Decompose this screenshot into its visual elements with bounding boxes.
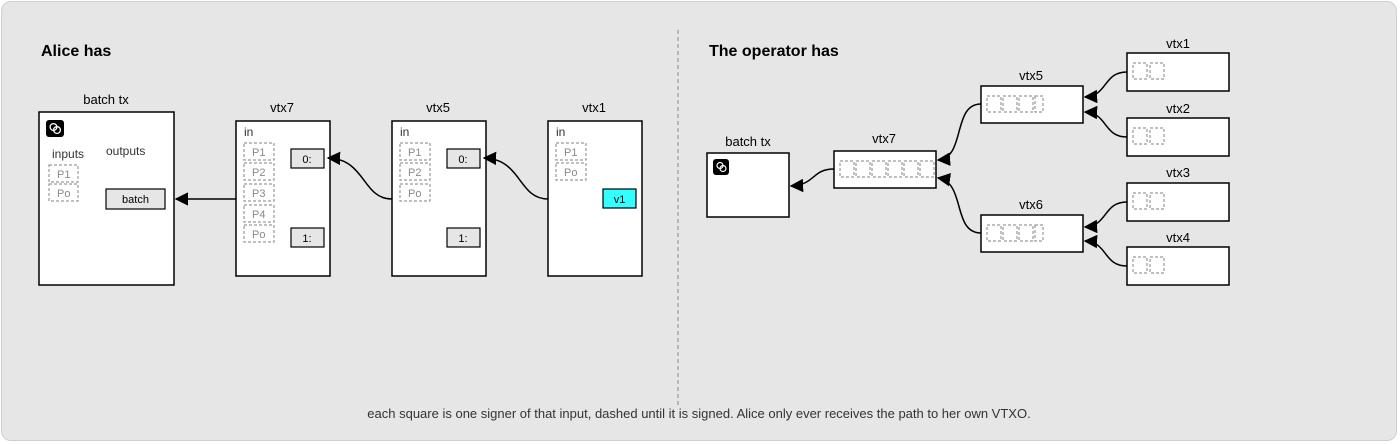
operator-vtx7-signers [839, 160, 935, 178]
alice-vtx7-signer-box [243, 162, 275, 181]
alice-vtx5-output: 1: [458, 233, 467, 245]
operator-vtx6-label: vtx6 [1019, 197, 1043, 212]
alice-batch-output: batch [122, 194, 149, 206]
alice-vtx7-signer: P1 [252, 147, 265, 159]
alice-vtx5-signer-box [399, 162, 431, 181]
tx-logo-icon [713, 159, 729, 175]
alice-vtx1-label: vtx1 [582, 100, 606, 115]
operator-vtx1-box [1126, 52, 1230, 92]
operator-vtx7-box [833, 150, 937, 189]
alice-vtx1-output-box [602, 188, 637, 209]
alice-vtx5-signer: P1 [408, 147, 421, 159]
alice-vtx7-output: 1: [302, 233, 311, 245]
alice-vtx7-signer-box [243, 204, 275, 223]
operator-title: The operator has [709, 43, 839, 60]
operator-vtx7-label: vtx7 [872, 131, 896, 146]
alice-vtx7-label: vtx7 [270, 100, 294, 115]
alice-vtx5-output-box [446, 227, 481, 248]
alice-vtx5-output-box [446, 148, 481, 169]
operator-vtx2-label: vtx2 [1166, 101, 1190, 116]
edge-vtx1-to-vtx5 [1083, 71, 1128, 104]
operator-vtx4-box [1126, 246, 1230, 286]
alice-vtx7-signer: Po [252, 229, 265, 241]
alice-vtx7-signer: P4 [252, 209, 265, 221]
alice-vtx5-box [391, 120, 487, 277]
alice-title: Alice has [41, 43, 111, 60]
alice-vtx5-signer: P2 [408, 167, 421, 179]
alice-vtx7-in-label: in [244, 125, 253, 139]
alice-batch-signer-box [48, 164, 79, 183]
operator-vtx1-signers [1132, 62, 1165, 80]
operator-vtx6-box [980, 214, 1084, 253]
alice-vtx7-signer-box [243, 183, 275, 202]
alice-vtx1-in-label: in [556, 125, 565, 139]
alice-vtx7-box [235, 120, 331, 277]
alice-vtx7-output-box [290, 227, 325, 248]
edge-vtx2-to-vtx5 [1083, 105, 1128, 138]
alice-vtx7-output: 0: [302, 154, 311, 166]
operator-batch-tx-label: batch tx [725, 134, 771, 149]
alice-vtx5-in-label: in [400, 125, 409, 139]
edge-vtx6-to-vtx7 [936, 173, 982, 234]
alice-vtx1-signer: Po [564, 167, 577, 179]
alice-batch-signer-box [48, 183, 79, 202]
operator-vtx5-box [980, 85, 1084, 124]
edge-vtx5-to-vtx7 [326, 151, 393, 200]
operator-vtx3-label: vtx3 [1166, 165, 1190, 180]
tx-logo-icon [46, 120, 64, 137]
alice-batch-signer: P1 [57, 169, 70, 181]
alice-vtx5-signer-box [399, 142, 431, 161]
operator-vtx4-signers [1132, 256, 1165, 274]
edge-vtx7-to-batch-op [789, 168, 835, 193]
edge-vtx3-to-vtx6 [1083, 201, 1128, 234]
operator-vtx2-signers [1132, 127, 1165, 145]
operator-vtx3-signers [1132, 192, 1165, 210]
alice-batch-signer: Po [57, 188, 70, 200]
operator-vtx5-label: vtx5 [1019, 68, 1043, 83]
alice-vtx5-output: 0: [458, 154, 467, 166]
alice-batch-output-box [105, 188, 166, 210]
operator-vtx1-label: vtx1 [1166, 36, 1190, 51]
operator-vtx6-signers [986, 224, 1044, 242]
alice-vtx5-label: vtx5 [426, 100, 450, 115]
alice-batch-tx-label: batch tx [83, 92, 129, 107]
alice-batch-outputs-label: outputs [106, 144, 145, 158]
alice-batch-inputs-label: inputs [52, 147, 84, 161]
edge-vtx4-to-vtx6 [1083, 234, 1128, 267]
alice-vtx7-signer: P3 [252, 188, 265, 200]
alice-vtx1-signer-box [555, 142, 587, 161]
alice-vtx5-signer-box [399, 183, 431, 202]
operator-vtx2-box [1126, 117, 1230, 157]
edge-vtx1-to-vtx5 [482, 151, 549, 200]
operator-vtx3-box [1126, 182, 1230, 222]
operator-vtx4-label: vtx4 [1166, 230, 1190, 245]
alice-vtx1-output: v1 [614, 194, 626, 206]
operator-vtx5-signers [986, 95, 1044, 113]
alice-vtx7-signer-box [243, 142, 275, 161]
alice-vtx1-signer-box [555, 162, 587, 181]
alice-vtx7-output-box [290, 148, 325, 169]
alice-vtx5-signer: Po [408, 188, 421, 200]
alice-vtx1-signer: P1 [564, 147, 577, 159]
edge-vtx5-to-vtx7 [936, 103, 982, 166]
footer-note: each square is one signer of that input,… [367, 406, 1030, 421]
alice-vtx7-signer-box [243, 224, 275, 243]
alice-vtx7-signer: P2 [252, 167, 265, 179]
